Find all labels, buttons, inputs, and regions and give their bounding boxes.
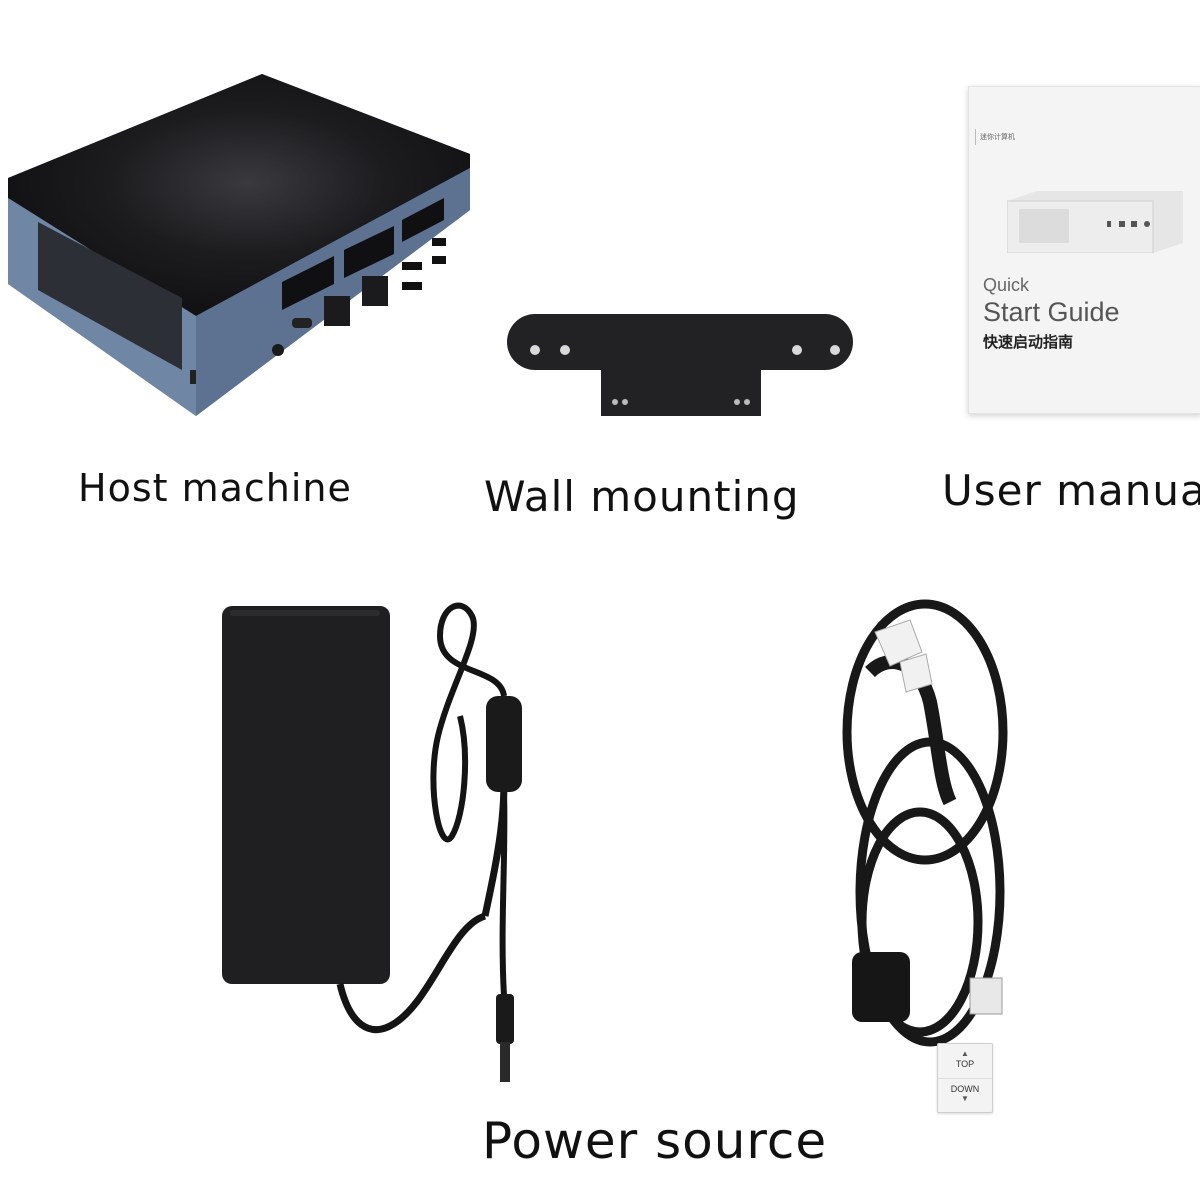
manual-quick-text: Quick (983, 275, 1030, 295)
scroll-nav-widget: ▲ TOP DOWN ▼ (937, 1043, 993, 1113)
triangle-down-icon: ▼ (961, 1094, 969, 1103)
caption-user-manual: User manua (942, 466, 1200, 515)
caption-power-source: Power source (482, 1112, 828, 1170)
scroll-top-button[interactable]: ▲ TOP (938, 1045, 992, 1078)
manual-device-illustration (1007, 191, 1183, 253)
host-machine-image (8, 74, 470, 416)
scroll-down-button[interactable]: DOWN ▼ (938, 1078, 992, 1112)
manual-start-guide-text: Start Guide (983, 297, 1120, 327)
caption-wall-mounting: Wall mounting (484, 472, 800, 521)
triangle-up-icon: ▲ (961, 1049, 969, 1058)
manual-chinese-title: 快速启动指南 (983, 333, 1074, 351)
scroll-top-label: TOP (955, 1059, 975, 1069)
power-cord-image (842, 599, 1008, 1047)
scroll-down-label: DOWN (950, 1084, 980, 1094)
user-manual-image: 迷你计算机 Quick Start Guide 快速启动指南 (968, 86, 1200, 414)
wall-mount-bracket-image (507, 314, 853, 416)
power-adapter-image (222, 602, 522, 1082)
manual-tab-text: 迷你计算机 (975, 129, 1040, 145)
caption-host-machine: Host machine (78, 466, 352, 510)
